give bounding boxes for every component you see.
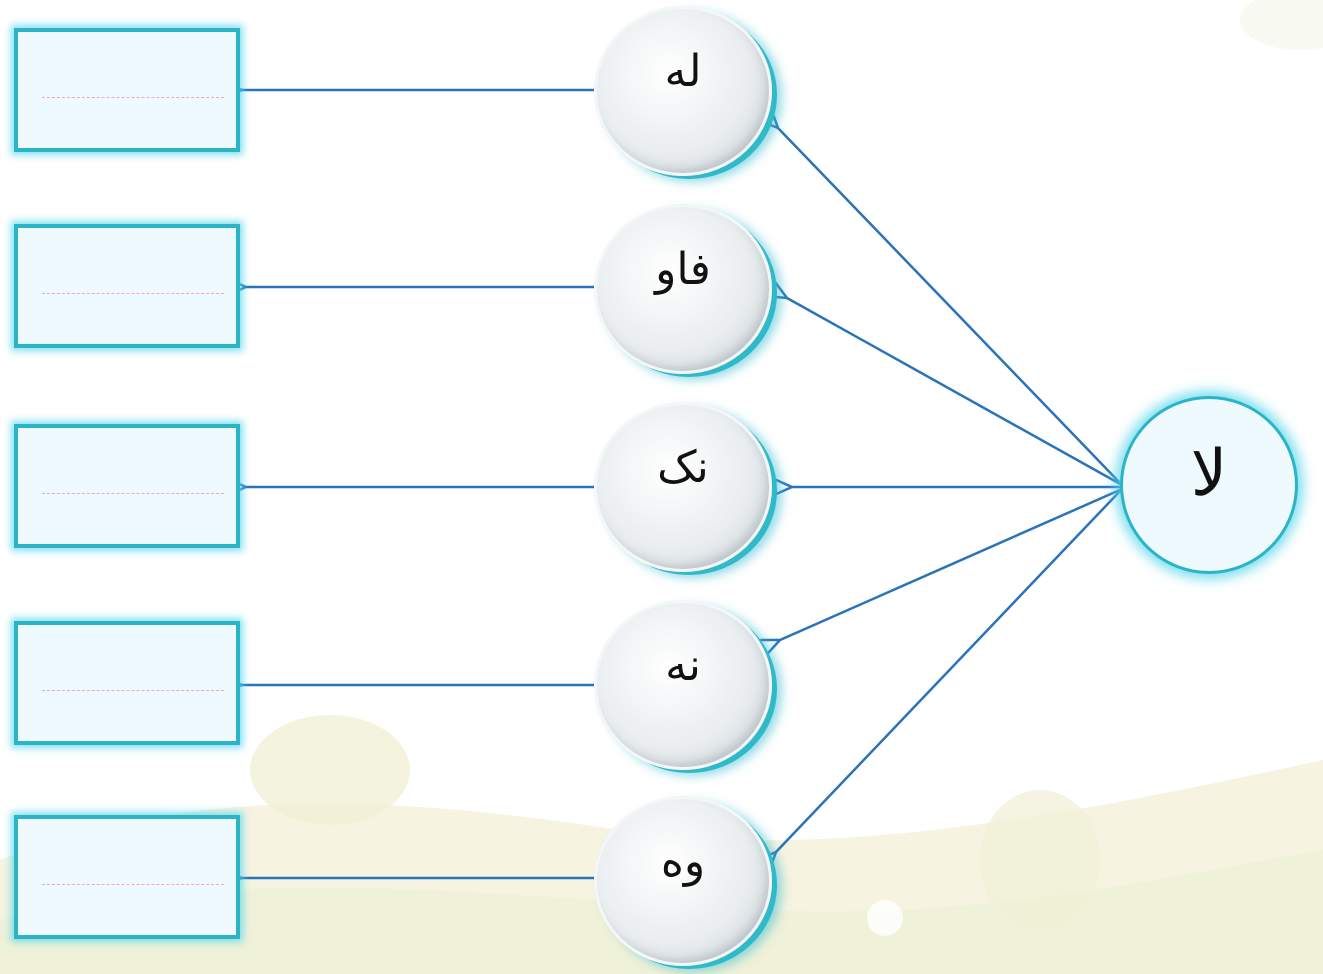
- answer-box-4[interactable]: [14, 621, 240, 745]
- answer-box-1[interactable]: [14, 28, 240, 152]
- syllable-circle-3: نک: [594, 402, 772, 572]
- background-bush: [250, 715, 410, 825]
- answer-guide-line: [42, 884, 224, 885]
- background-flower-icon: [867, 900, 903, 936]
- syllable-label: وه: [660, 836, 706, 887]
- syllable-circle-5: وه: [594, 796, 772, 966]
- arrow-to-syllable-2: [787, 298, 1123, 487]
- answer-guide-line: [42, 690, 224, 691]
- source-arrows: [776, 128, 1123, 852]
- background-cloud: [1240, 0, 1323, 50]
- syllable-circle-2: فاو: [594, 204, 772, 374]
- arrow-to-syllable-5: [776, 488, 1123, 852]
- arrow-to-syllable-1: [778, 128, 1123, 486]
- syllable-label: فاو: [655, 244, 711, 295]
- answer-guide-line: [42, 293, 224, 294]
- syllable-label: نه: [665, 640, 701, 691]
- answer-guide-line: [42, 97, 224, 98]
- syllable-label: له: [664, 46, 702, 97]
- source-letter-label: لا: [1190, 437, 1228, 511]
- arrow-to-syllable-4: [780, 487, 1123, 640]
- syllable-label: نک: [657, 442, 709, 493]
- answer-arrows: [242, 90, 594, 878]
- syllable-circle-4: نه: [594, 600, 772, 770]
- answer-box-2[interactable]: [14, 224, 240, 348]
- answer-box-5[interactable]: [14, 815, 240, 939]
- answer-guide-line: [42, 493, 224, 494]
- answer-box-3[interactable]: [14, 424, 240, 548]
- syllable-circle-1: له: [594, 6, 772, 176]
- background-bush: [980, 790, 1100, 930]
- letter-circle-icon: لا: [1120, 396, 1298, 574]
